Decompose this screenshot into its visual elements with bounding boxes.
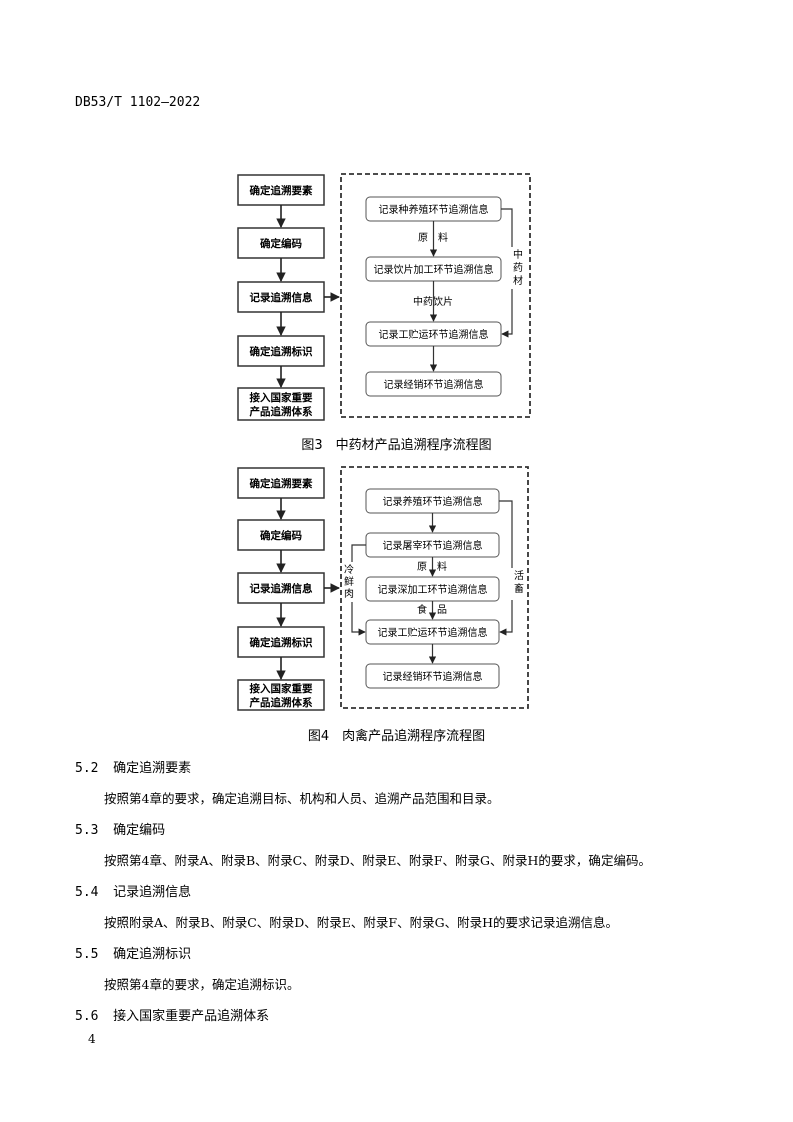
f4-step-4: 确定追溯标识 xyxy=(250,636,313,649)
section-5-5-heading: 5.5 确定追溯标识 xyxy=(75,943,191,962)
f4-step-5-line1: 接入国家重要 xyxy=(250,682,313,695)
f4-left-label-1: 冷 xyxy=(344,563,354,576)
f4-sub-2: 记录屠宰环节追溯信息 xyxy=(383,539,483,552)
f3-side-label-2: 药 xyxy=(513,262,523,274)
figure-3-flowchart: 确定追溯要素 确定编码 记录追溯信息 确定追溯标识 接入国家重要 产品追溯体系 … xyxy=(0,165,793,425)
figure-4-svg: 确定追溯要素 确定编码 记录追溯信息 确定追溯标识 接入国家重要 产品追溯体系 … xyxy=(237,466,529,711)
f4-step-2: 确定编码 xyxy=(260,529,302,542)
section-5-2-heading: 5.2 确定追溯要素 xyxy=(75,757,191,776)
f4-step-box-3 xyxy=(237,572,325,604)
f3-step-2: 确定编码 xyxy=(260,237,302,250)
f3-step-box-1 xyxy=(237,174,325,206)
document-code: DB53/T 1102—2022 xyxy=(75,95,201,110)
section-5-6-heading: 5.6 接入国家重要产品追溯体系 xyxy=(75,1005,269,1024)
f3-step-5-line1: 接入国家重要 xyxy=(250,391,313,404)
f4-step-1: 确定追溯要素 xyxy=(250,477,313,490)
f3-sub-1: 记录种养殖环节追溯信息 xyxy=(379,203,489,216)
section-5-5-text: 按照第4章的要求，确定追溯标识。 xyxy=(104,977,300,992)
section-5-3-text: 按照第4章、附录A、附录B、附录C、附录D、附录E、附录F、附录G、附录H的要求… xyxy=(104,853,651,868)
f4-step-box-4 xyxy=(237,626,325,658)
f4-left-label-3: 肉 xyxy=(344,587,354,600)
f4-step-box-5 xyxy=(237,679,325,711)
section-5-3-heading: 5.3 确定编码 xyxy=(75,819,165,838)
f4-sub-box-5 xyxy=(365,663,500,689)
f3-side-label-3: 材 xyxy=(513,274,523,287)
page-number: 4 xyxy=(88,1032,96,1046)
section-title: 确定追溯要素 xyxy=(113,761,192,776)
f4-sub-5: 记录经销环节追溯信息 xyxy=(383,670,483,683)
f3-sub-3: 记录工贮运环节追溯信息 xyxy=(379,328,489,341)
f3-sub-box-4 xyxy=(365,371,502,397)
section-5-2-text: 按照第4章的要求，确定追溯目标、机构和人员、追溯产品范围和目录。 xyxy=(104,791,500,806)
f3-step-5-line2: 产品追溯体系 xyxy=(250,405,313,418)
f3-step-1: 确定追溯要素 xyxy=(250,184,313,197)
section-title: 确定追溯标识 xyxy=(113,947,192,962)
f4-sub-1: 记录养殖环节追溯信息 xyxy=(383,495,483,508)
f4-step-3: 记录追溯信息 xyxy=(250,582,313,595)
f3-sub-2: 记录饮片加工环节追溯信息 xyxy=(374,263,494,276)
f4-right-label-1: 活 xyxy=(514,570,524,582)
figure-4-flowchart: 确定追溯要素 确定编码 记录追溯信息 确定追溯标识 接入国家重要 产品追溯体系 … xyxy=(0,460,793,715)
f3-step-3: 记录追溯信息 xyxy=(250,291,313,304)
section-number: 5.6 xyxy=(75,1009,99,1024)
f4-step-5-line2: 产品追溯体系 xyxy=(250,696,313,709)
section-5-4-heading: 5.4 记录追溯信息 xyxy=(75,881,191,900)
f3-side-label-1: 中 xyxy=(513,248,523,261)
section-title: 接入国家重要产品追溯体系 xyxy=(113,1009,270,1024)
section-number: 5.2 xyxy=(75,761,99,776)
f4-dashed-group xyxy=(340,466,529,709)
f3-sub-4: 记录经销环节追溯信息 xyxy=(384,378,484,391)
f3-step-box-4 xyxy=(237,335,325,367)
figure-3-caption: 图3 中药材产品追溯程序流程图 xyxy=(301,438,492,453)
figure-4-caption: 图4 肉禽产品追溯程序流程图 xyxy=(307,729,486,744)
f3-step-4: 确定追溯标识 xyxy=(250,345,313,358)
section-number: 5.4 xyxy=(75,885,99,900)
section-title: 记录追溯信息 xyxy=(113,885,192,900)
figure-3-svg: 确定追溯要素 确定编码 记录追溯信息 确定追溯标识 接入国家重要 产品追溯体系 … xyxy=(237,173,531,421)
section-5-4-text: 按照附录A、附录B、附录C、附录D、附录E、附录F、附录G、附录H的要求记录追溯… xyxy=(104,915,618,930)
f4-step-box-1 xyxy=(237,467,325,499)
f4-sub-3: 记录深加工环节追溯信息 xyxy=(378,583,488,596)
f4-left-label-2: 鲜 xyxy=(344,575,354,588)
f4-sub-4: 记录工贮运环节追溯信息 xyxy=(378,626,488,639)
f3-step-box-5 xyxy=(237,387,325,421)
section-number: 5.5 xyxy=(75,947,99,962)
section-title: 确定编码 xyxy=(113,823,166,838)
section-number: 5.3 xyxy=(75,823,99,838)
f4-right-label-2: 畜 xyxy=(514,582,524,595)
